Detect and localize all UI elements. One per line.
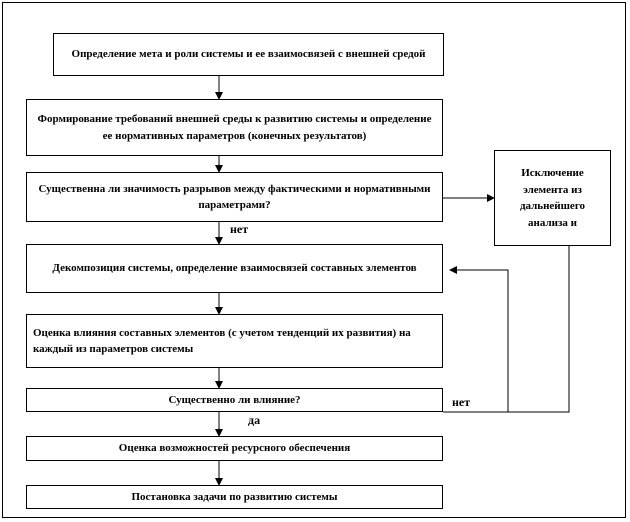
loop-b4-down <box>508 246 570 413</box>
box-influence-assessment: Оценка влияния составных элементов (с уч… <box>26 314 443 368</box>
box-task-setting: Постановка задачи по развитию системы <box>26 485 443 509</box>
label-no-influence: нет <box>452 395 471 409</box>
box-requirements: Формирование требований внешней среды к … <box>26 99 443 156</box>
label-yes-influence: да <box>248 413 261 427</box>
box-exclude-element: Исключение элемента из дальнейшего анали… <box>494 150 611 246</box>
diagram-frame <box>2 2 626 518</box>
loop-b7-to-b5 <box>443 266 509 413</box>
box-decomposition: Декомпозиция системы, определение взаимо… <box>26 244 443 293</box>
box-resource-assessment: Оценка возможностей ресурсного обеспечен… <box>26 436 443 461</box>
box-gap-significance: Существенна ли значимость разрывов между… <box>26 172 443 222</box>
box-define-goal: Определение мета и роли системы и ее вза… <box>53 33 444 76</box>
box-influence-significant: Существенно ли влияние? <box>26 388 443 412</box>
label-no-gap: нет <box>230 222 249 236</box>
